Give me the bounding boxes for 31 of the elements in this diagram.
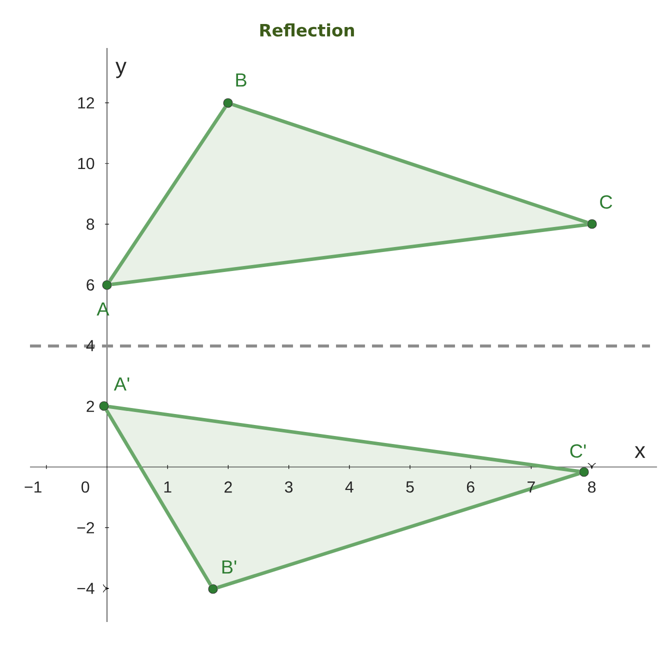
- point-label: B': [222, 560, 236, 574]
- triangle-side: [108, 404, 580, 474]
- tick-label: 0: [82, 481, 90, 493]
- triangle-side: [104, 409, 212, 586]
- tick-label: 1: [164, 482, 172, 492]
- tick-label: 10: [78, 158, 94, 170]
- triangle-side: [108, 106, 227, 282]
- tick-label: 8: [86, 218, 94, 230]
- point-label: C: [600, 195, 612, 209]
- tick-label: 4: [86, 340, 94, 352]
- tick-label: 4: [345, 482, 354, 492]
- tick-label: 2: [224, 481, 232, 493]
- triangle-side: [112, 222, 588, 286]
- tick-label: −2: [77, 522, 94, 534]
- tick-label: −4: [77, 582, 94, 594]
- tick-label: 8: [588, 481, 596, 493]
- triangle-side: [217, 472, 580, 590]
- axis-label: y: [116, 62, 126, 78]
- title: Reflection: [260, 23, 354, 37]
- tick-label: 3: [284, 481, 293, 493]
- tick-label: 2: [86, 400, 94, 412]
- point-label: C': [570, 444, 586, 458]
- point-label: B: [236, 73, 246, 87]
- tick-label: 5: [406, 481, 414, 493]
- tick-label: 6: [86, 279, 94, 291]
- triangle-side: [232, 102, 588, 224]
- axis-label: x: [634, 446, 646, 458]
- tick-label: 6: [466, 481, 474, 493]
- point-label: A': [114, 377, 130, 391]
- tick-label: −1: [24, 482, 42, 492]
- tick-label: 12: [78, 97, 94, 108]
